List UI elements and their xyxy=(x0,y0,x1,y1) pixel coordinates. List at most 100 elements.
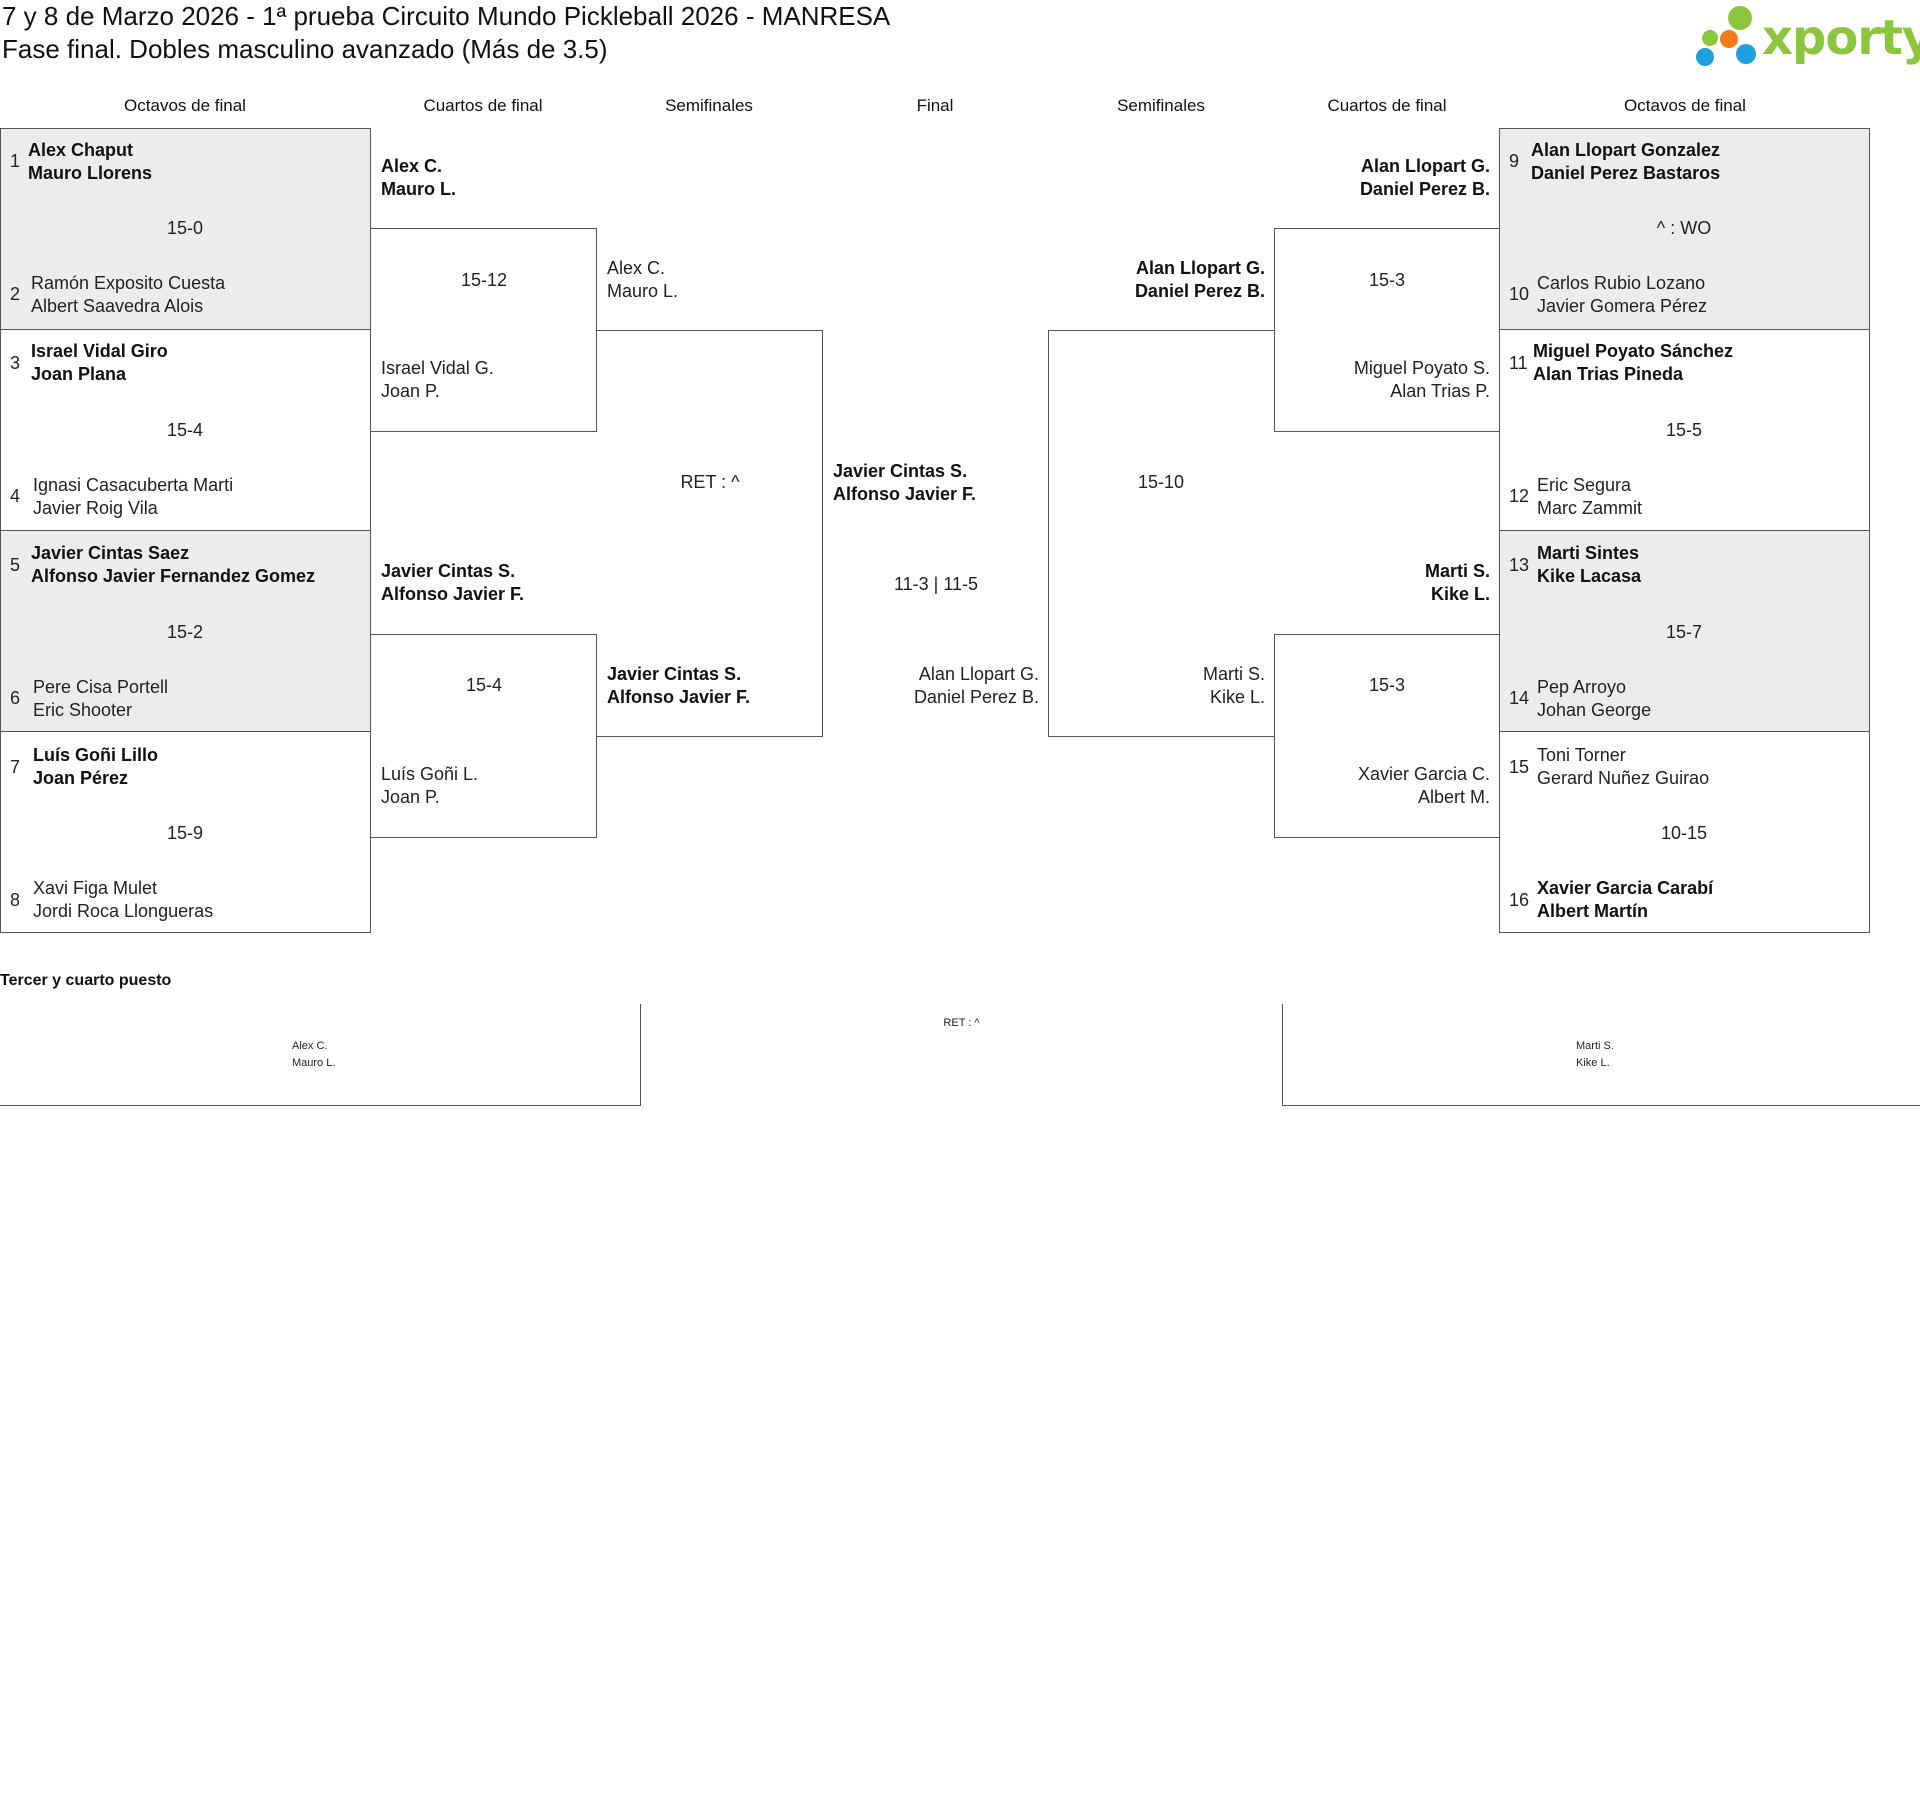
col-header-r16-left: Octavos de final xyxy=(124,96,246,115)
seed-number: 14 xyxy=(1509,688,1530,708)
match-box-qf-left-1 xyxy=(371,228,597,432)
team-a-player-2: Alan Trias Pineda xyxy=(1533,364,1684,384)
qf-team-b-player-2: Joan P. xyxy=(381,787,440,807)
team-b-player-1: Eric Segura xyxy=(1537,475,1632,495)
team-a-player-1: Marti Sintes xyxy=(1537,543,1640,563)
sf-team-a-player-1: Alan Llopart G. xyxy=(1135,258,1265,278)
col-header-sf-left: Semifinales xyxy=(665,96,753,115)
third-place-heading: Tercer y cuarto puesto xyxy=(0,972,172,989)
final-team-a-player-1: Javier Cintas S. xyxy=(833,461,968,481)
col-header-final: Final xyxy=(916,96,954,115)
team-a-player-2: Joan Plana xyxy=(31,364,127,384)
qf-team-b-player-2: Albert M. xyxy=(1417,787,1490,807)
third-place-right-line xyxy=(1282,1105,1920,1106)
match-score: 15-4 xyxy=(465,675,503,695)
third-place-team-b-player-1: Marti S. xyxy=(1576,1040,1614,1052)
seed-number: 2 xyxy=(10,284,21,304)
team-b-player-2: Marc Zammit xyxy=(1537,498,1642,518)
match-score: 15-3 xyxy=(1368,675,1406,695)
match-box-sf-left xyxy=(597,330,823,737)
qf-team-a-player-1: Marti S. xyxy=(1424,561,1490,581)
qf-team-b-player-1: Xavier Garcia C. xyxy=(1357,764,1490,784)
qf-team-a-player-1: Alex C. xyxy=(381,156,443,176)
seed-number: 3 xyxy=(10,353,21,373)
col-header-qf-right: Cuartos de final xyxy=(1327,96,1447,115)
match-score: 10-15 xyxy=(1660,823,1708,843)
team-b-player-2: Jordi Roca Llongueras xyxy=(33,901,214,921)
match-score: 15-0 xyxy=(166,218,204,238)
third-place-team-a-player-2: Mauro L. xyxy=(292,1057,336,1069)
sf-team-a-player-2: Daniel Perez B. xyxy=(1134,281,1265,301)
seed-number: 7 xyxy=(10,757,21,777)
match-box-r16-right-4 xyxy=(1499,731,1870,933)
seed-number: 5 xyxy=(10,555,21,575)
team-b-player-1: Xavier Garcia Carabí xyxy=(1537,878,1714,898)
match-score: RET : ^ xyxy=(680,472,740,492)
match-box-sf-right xyxy=(1048,330,1274,737)
sf-team-b-player-2: Kike L. xyxy=(1209,687,1265,707)
qf-team-a-player-2: Daniel Perez B. xyxy=(1359,179,1490,199)
team-a-player-1: Alan Llopart Gonzalez xyxy=(1531,140,1721,160)
team-b-player-2: Albert Martín xyxy=(1537,901,1649,921)
team-a-player-1: Toni Torner xyxy=(1537,745,1626,765)
sf-team-b-player-1: Javier Cintas S. xyxy=(607,664,742,684)
final-team-b-player-2: Daniel Perez B. xyxy=(913,687,1039,707)
col-header-qf-left: Cuartos de final xyxy=(423,96,543,115)
sf-team-a-player-2: Mauro L. xyxy=(607,281,679,301)
match-score: 15-10 xyxy=(1137,472,1185,492)
match-box-r16-right-3 xyxy=(1499,530,1870,732)
logo-dot-blue-icon xyxy=(1696,48,1714,66)
seed-number: 6 xyxy=(10,688,21,708)
qf-team-a-player-2: Mauro L. xyxy=(381,179,456,199)
seed-number: 16 xyxy=(1509,890,1530,910)
team-b-player-2: Eric Shooter xyxy=(33,700,133,720)
team-a-player-1: Miguel Poyato Sánchez xyxy=(1533,341,1734,361)
match-box-r16-left-1 xyxy=(0,128,371,330)
team-a-player-2: Gerard Nuñez Guirao xyxy=(1537,768,1710,788)
match-score: 15-4 xyxy=(166,420,204,440)
qf-team-b-player-2: Joan P. xyxy=(381,381,440,401)
third-place-score: RET : ^ xyxy=(943,1017,980,1029)
seed-number: 9 xyxy=(1509,151,1520,171)
seed-number: 13 xyxy=(1509,555,1530,575)
team-b-player-1: Carlos Rubio Lozano xyxy=(1537,273,1706,293)
logo-dot-blue2-icon xyxy=(1736,44,1756,64)
match-score: ^ : WO xyxy=(1656,218,1712,238)
team-a-player-2: Kike Lacasa xyxy=(1537,566,1642,586)
team-a-player-1: Israel Vidal Giro xyxy=(31,341,168,361)
match-box-qf-right-2 xyxy=(1274,634,1500,838)
third-place-left-line xyxy=(0,1105,641,1106)
col-header-r16-right: Octavos de final xyxy=(1624,96,1746,115)
seed-number: 15 xyxy=(1509,757,1530,777)
sf-team-b-player-2: Alfonso Javier F. xyxy=(607,687,751,707)
final-score: 11-3 | 11-5 xyxy=(893,574,979,594)
match-box-r16-left-4 xyxy=(0,731,371,933)
third-place-team-b-player-2: Kike L. xyxy=(1576,1057,1610,1069)
match-box-r16-right-1 xyxy=(1499,128,1870,330)
page-subtitle: Fase final. Dobles masculino avanzado (M… xyxy=(2,34,608,64)
third-place-right-vline xyxy=(1282,1004,1283,1106)
team-a-player-1: Luís Goñi Lillo xyxy=(33,745,158,765)
qf-team-b-player-1: Israel Vidal G. xyxy=(381,358,494,378)
match-score: 15-3 xyxy=(1368,270,1406,290)
seed-number: 8 xyxy=(10,890,21,910)
seed-number: 12 xyxy=(1509,486,1530,506)
qf-team-b-player-1: Luís Goñi L. xyxy=(381,764,479,784)
final-team-b-player-1: Alan Llopart G. xyxy=(918,664,1039,684)
match-box-qf-left-2 xyxy=(371,634,597,838)
team-a-player-2: Alfonso Javier Fernandez Gomez xyxy=(31,566,316,586)
logo-dot-small-green-icon xyxy=(1702,30,1718,46)
team-b-player-2: Johan George xyxy=(1537,700,1652,720)
match-score: 15-7 xyxy=(1665,622,1703,642)
col-header-sf-right: Semifinales xyxy=(1117,96,1205,115)
seed-number: 11 xyxy=(1509,353,1528,373)
qf-team-a-player-2: Alfonso Javier F. xyxy=(381,584,525,604)
match-score: 15-5 xyxy=(1665,420,1703,440)
team-b-player-2: Albert Saavedra Alois xyxy=(31,296,204,316)
team-b-player-1: Pere Cisa Portell xyxy=(33,677,169,697)
qf-team-b-player-1: Miguel Poyato S. xyxy=(1353,358,1490,378)
third-place-left-vline xyxy=(640,1004,641,1106)
logo-dot-green-icon xyxy=(1728,6,1752,30)
logo-dot-orange-icon xyxy=(1720,30,1738,48)
third-place-team-a-player-1: Alex C. xyxy=(292,1040,328,1052)
